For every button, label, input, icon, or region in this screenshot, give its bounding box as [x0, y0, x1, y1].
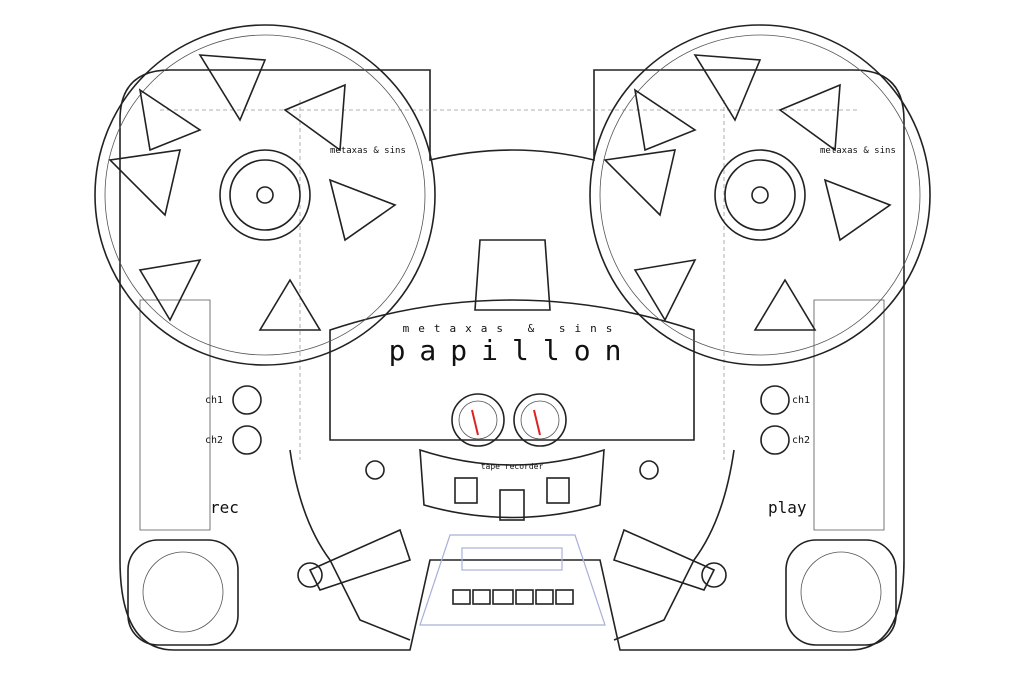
right-reel[interactable]: metaxas & sins — [589, 24, 931, 366]
brand-model: papillon — [389, 334, 636, 367]
transport-button[interactable] — [492, 589, 514, 605]
ch1-label: ch1 — [205, 395, 223, 406]
transport-button[interactable] — [472, 589, 491, 605]
transport-buttons — [452, 589, 574, 605]
play-label: play — [768, 498, 807, 517]
head-assembly: tape recorder — [419, 448, 605, 521]
ch2-knob[interactable] — [760, 425, 790, 455]
ch1-knob[interactable] — [232, 385, 262, 415]
brand-maker: metaxas & sins — [403, 322, 622, 335]
ch2-knob[interactable] — [232, 425, 262, 455]
transport-button[interactable] — [452, 589, 471, 605]
panel-label: tape recorder — [481, 462, 544, 471]
ch1-label: ch1 — [792, 395, 810, 406]
left-controls: ch1 ch2 rec — [205, 385, 262, 517]
chassis — [119, 69, 905, 651]
ch2-label: ch2 — [792, 435, 810, 446]
transport-button[interactable] — [555, 589, 574, 605]
transport-button[interactable] — [535, 589, 554, 605]
ch2-label: ch2 — [205, 435, 223, 446]
ch1-knob[interactable] — [760, 385, 790, 415]
left-reel[interactable]: metaxas & sins — [94, 24, 436, 366]
reel-logo: metaxas & sins — [330, 146, 406, 156]
reel-logo: metaxas & sins — [820, 146, 896, 156]
rec-label: rec — [210, 498, 239, 517]
transport-button[interactable] — [515, 589, 534, 605]
vu-meters — [451, 393, 567, 447]
transport-panel — [419, 534, 606, 626]
tension-arms — [297, 460, 727, 591]
right-controls: ch1 ch2 play — [760, 385, 810, 517]
